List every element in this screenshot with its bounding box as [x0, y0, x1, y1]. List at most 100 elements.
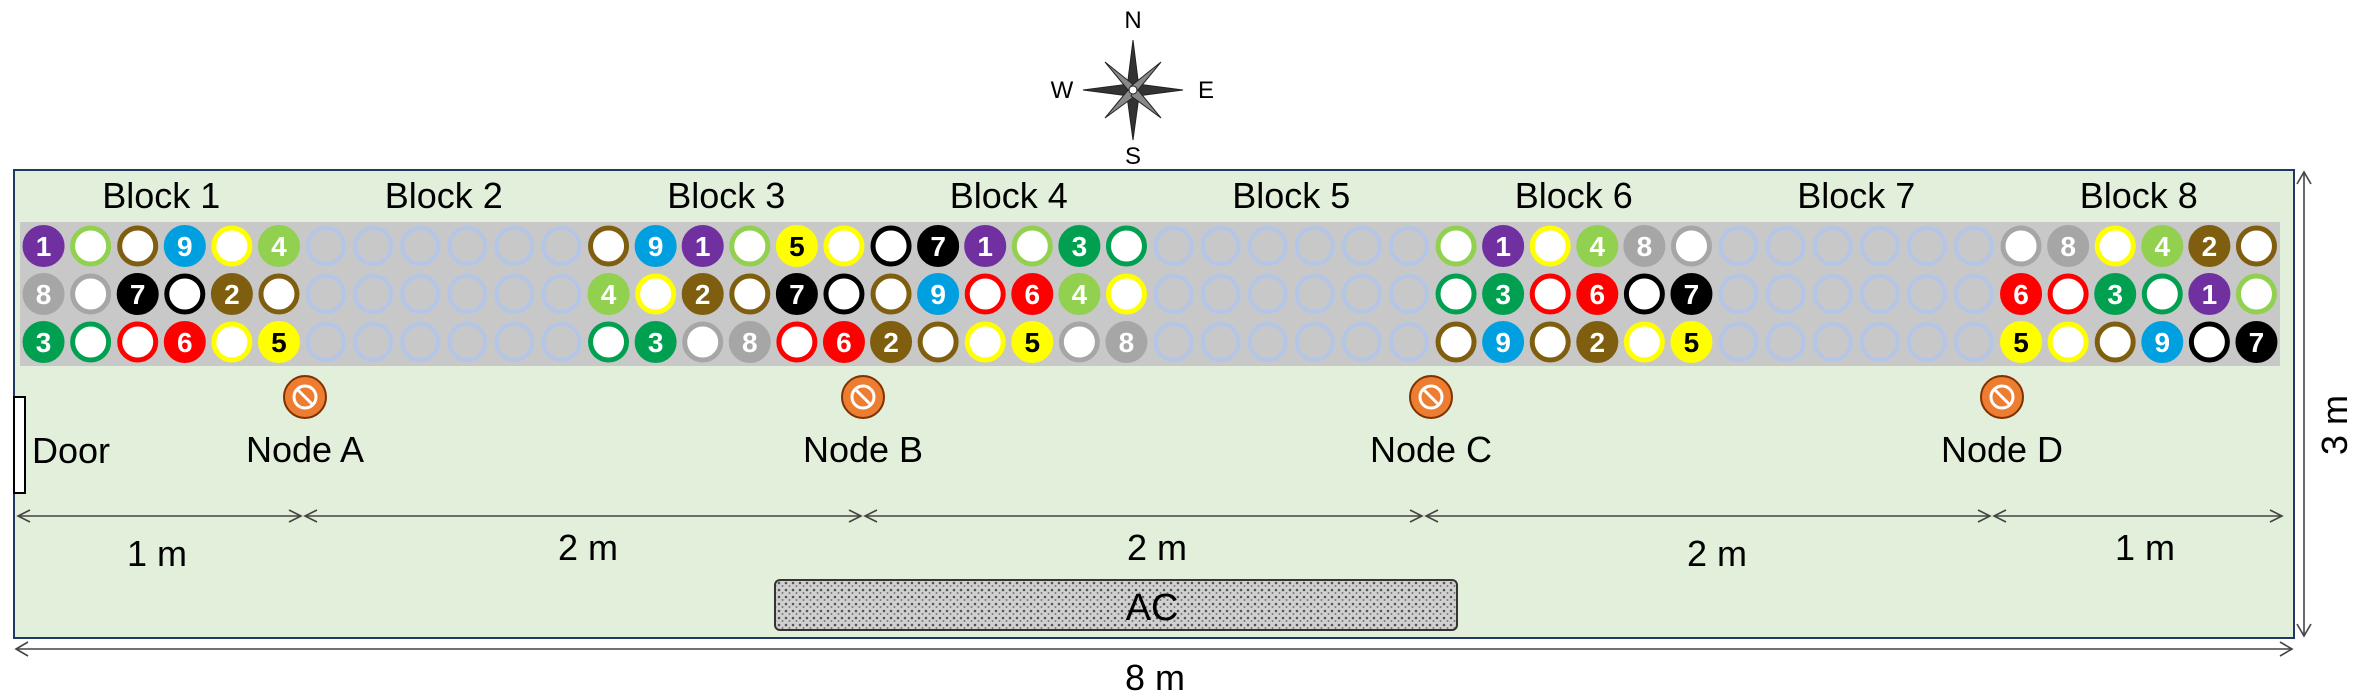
empty-pot-ring [400, 226, 441, 266]
plant-pot-ring [2235, 273, 2277, 315]
plant-pot-number: 9 [1495, 327, 1511, 358]
dimension-arrow-left [1424, 509, 1439, 523]
dimension-arrow-left [303, 509, 318, 523]
empty-pot-ring [1247, 322, 1288, 362]
empty-pot-ring [447, 226, 488, 266]
plant-pot-ring [823, 225, 865, 267]
plant-pot-ring [729, 273, 771, 315]
plant-pot-ring [117, 321, 159, 363]
plant-pot-ring [117, 225, 159, 267]
empty-pot-ring [1812, 274, 1853, 314]
empty-pot-ring [400, 274, 441, 314]
plant-pot-ring [70, 321, 112, 363]
dimension-segment-label: 2 m [1687, 533, 1747, 574]
sensor-node: Node B [803, 375, 923, 470]
sensor-node: Node A [246, 375, 364, 470]
dimension-arrow-right [2269, 509, 2284, 523]
compass-south-label: S [1125, 143, 1141, 170]
sensor-node-icon [1409, 375, 1453, 419]
plant-pot-filled [587, 273, 630, 315]
compass-north-label: N [1124, 7, 1141, 34]
empty-pot-ring [1765, 226, 1806, 266]
shelf-tray [1150, 222, 1433, 366]
plant-pot-ring [870, 273, 912, 315]
plant-pot-filled [2000, 321, 2043, 363]
plant-pot-number: 6 [2013, 279, 2029, 310]
plant-pot-number: 9 [648, 231, 664, 262]
plant-pot-filled [1058, 273, 1101, 315]
plant-pot-number: 2 [883, 327, 899, 358]
block-label: Block 5 [1232, 175, 1350, 216]
block-label: Block 2 [385, 175, 503, 216]
plant-pot-filled [22, 273, 65, 315]
plant-pot-number: 7 [1684, 279, 1700, 310]
plant-pot-filled [964, 225, 1007, 267]
plant-pot-ring [2235, 225, 2277, 267]
plant-pot-number: 8 [2060, 231, 2076, 262]
shelf-tray [1432, 222, 1715, 366]
plant-pot-number: 8 [742, 327, 758, 358]
empty-pot-ring [353, 322, 394, 362]
plant-pot-number: 3 [1495, 279, 1511, 310]
plant-pot-ring [729, 225, 771, 267]
plant-pot-filled [257, 225, 300, 267]
sensor-node-label: Node B [803, 429, 923, 470]
empty-pot-ring [1388, 322, 1429, 362]
plant-pot-ring [1435, 321, 1477, 363]
dimension-arrow-left [16, 509, 31, 523]
block-5: Block 5 [1150, 175, 1433, 366]
dimension-segment-label: 1 m [2115, 527, 2175, 568]
plant-pot-filled [1576, 273, 1619, 315]
empty-pot-ring [541, 226, 582, 266]
plant-pot-ring [917, 321, 959, 363]
plant-pot-ring [1670, 225, 1712, 267]
dimension-arrow-right [1409, 509, 1424, 523]
empty-pot-ring [1388, 274, 1429, 314]
plant-pot-number: 1 [36, 231, 52, 262]
plant-pot-filled [2141, 225, 2184, 267]
plant-pot-filled [1105, 321, 1148, 363]
door-label: Door [32, 430, 110, 471]
plant-pot-number: 3 [1072, 231, 1088, 262]
plant-pot-number: 6 [1590, 279, 1606, 310]
empty-pot-ring [1247, 274, 1288, 314]
empty-pot-ring [1153, 226, 1194, 266]
plant-pot-filled [1482, 321, 1525, 363]
plant-pot-ring [2000, 225, 2042, 267]
plant-pot-number: 8 [1637, 231, 1653, 262]
plant-pot-ring [1105, 273, 1147, 315]
empty-pot-ring [541, 322, 582, 362]
empty-pot-ring [1718, 226, 1759, 266]
sensor-node-label: Node D [1941, 429, 2063, 470]
plant-pot-filled [1482, 225, 1525, 267]
empty-pot-ring [541, 274, 582, 314]
plant-pot-number: 9 [177, 231, 193, 262]
empty-pot-ring [400, 322, 441, 362]
plant-pot-filled [1670, 321, 1713, 363]
empty-pot-ring [447, 322, 488, 362]
plant-pot-ring [588, 321, 630, 363]
plant-pot-number: 1 [2202, 279, 2218, 310]
dimension-arrow-left [1992, 509, 2007, 523]
plant-pot-number: 2 [2202, 231, 2218, 262]
plant-pot-filled [634, 321, 677, 363]
empty-pot-ring [1812, 322, 1853, 362]
plant-pot-number: 5 [1684, 327, 1700, 358]
plant-pot-number: 3 [36, 327, 52, 358]
empty-pot-ring [1765, 322, 1806, 362]
compass-rose: N S W E [1051, 7, 1214, 170]
plant-pot-filled [1011, 273, 1054, 315]
block-label: Block 3 [667, 175, 785, 216]
plant-pot-ring [1623, 321, 1665, 363]
dimension-segment-label: 2 m [558, 527, 618, 568]
plant-pot-filled [775, 225, 818, 267]
plant-pot-ring [1529, 321, 1571, 363]
ac-unit-box [774, 579, 1458, 631]
plant-pot-ring [2047, 321, 2089, 363]
sensor-node-icon [1980, 375, 2024, 419]
plant-pot-ring [70, 273, 112, 315]
plant-pot-number: 6 [1025, 279, 1041, 310]
empty-pot-ring [1294, 322, 1335, 362]
empty-pot-ring [1200, 322, 1241, 362]
